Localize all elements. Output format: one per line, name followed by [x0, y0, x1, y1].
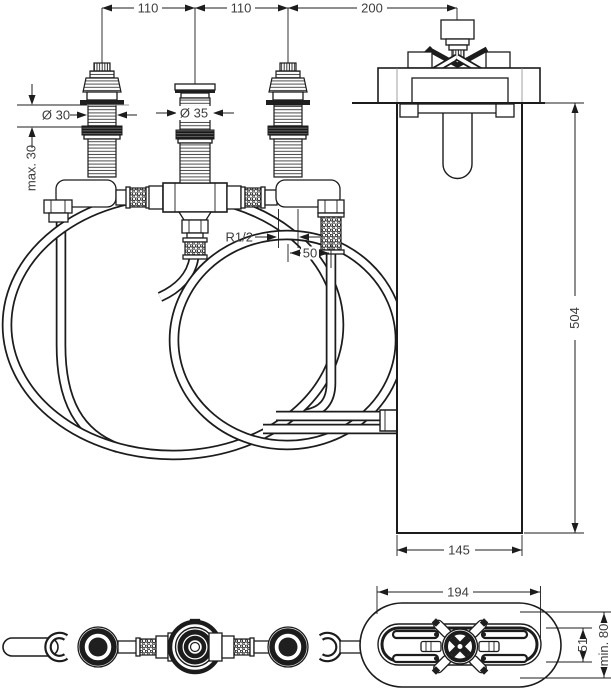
escutcheon-plate: [359, 602, 562, 688]
deck-thickness-dimension: max. 30: [17, 84, 129, 191]
clamp-bar: [411, 103, 503, 114]
right-valve-flange: [266, 100, 310, 105]
column-width-dimension: 145: [396, 535, 523, 558]
tee-outlet-cone: [177, 211, 213, 221]
right-valve-body: [266, 62, 310, 178]
braid-tee-drop: [184, 241, 206, 256]
column-height-dimension: 504: [524, 103, 584, 534]
tee-outlet-hex: [181, 219, 209, 234]
plate-min-height-dimension: min. 80: [520, 611, 611, 679]
dim-max30-label: max. 30: [24, 145, 39, 191]
handle-cross: [431, 618, 489, 675]
column-inlet-stub: [379, 409, 397, 432]
pipe-right: [264, 189, 278, 206]
bottom-valve-left: [77, 626, 119, 668]
dim-d35-label: Ø 35: [180, 106, 208, 121]
braid-right: [244, 187, 262, 208]
top-spacing-dimension: 110 110 200: [101, 1, 458, 84]
plate-inner-height-dimension: 51: [546, 627, 592, 663]
dim-200-label: 200: [361, 1, 383, 16]
left-elbow-outlet: [48, 212, 69, 223]
dim-d30-label: Ø 30: [42, 108, 70, 123]
dim-51-label: 51: [575, 638, 590, 652]
bottom-braid-left: [139, 638, 157, 656]
dim-50-label: 50: [303, 246, 317, 261]
left-valve-locknut: [81, 125, 123, 136]
side-block-left: [407, 51, 433, 69]
thread-dimension: R1/2: [226, 209, 320, 248]
flex-hoses: [1, 189, 406, 461]
dim-110-center-label: 110: [231, 1, 252, 16]
right-valve-thread: [273, 104, 303, 127]
right-valve-spindle: [279, 62, 297, 72]
center-diverter-body: [174, 83, 216, 184]
dim-min80-label: min. 80: [596, 624, 611, 667]
tee-nut-right: [226, 185, 242, 210]
plate-slot: [391, 629, 440, 640]
dim-r12-label: R1/2: [226, 230, 253, 245]
outlet-offset-dimension: 50: [287, 242, 332, 268]
column-top-panel: [411, 77, 509, 104]
tee-body: [162, 182, 228, 213]
diverter-diameter-dimension: Ø 35: [156, 106, 234, 121]
bottom-braid-right: [233, 638, 251, 656]
column-knob: [440, 19, 475, 40]
bottom-valve-right: [267, 626, 309, 668]
threaded-slot: [442, 113, 473, 180]
tee-nut-left: [148, 185, 164, 210]
side-block-right: [485, 51, 511, 69]
braid-left: [129, 187, 147, 208]
left-elbow-nut: [43, 199, 73, 214]
plate-slot: [480, 653, 529, 664]
left-valve-thread: [87, 104, 117, 127]
right-valve-locknut: [267, 125, 309, 136]
left-valve-spindle: [93, 62, 111, 72]
bottom-left-pipe: [2, 637, 59, 657]
spout-column: [352, 19, 584, 534]
manifold: [43, 179, 345, 260]
dim-194-label: 194: [447, 585, 469, 600]
diverter-cap: [174, 83, 216, 91]
column-outline: [396, 103, 523, 534]
diverter-locknut: [175, 129, 215, 140]
right-elbow-nut: [317, 199, 345, 214]
plate-length-dimension: 194: [376, 585, 541, 638]
plate-slot: [391, 653, 440, 664]
hose-left-outer: [55, 222, 120, 453]
clamp-tab-right: [495, 103, 515, 118]
valve-diameter-dimension: Ø 30: [42, 108, 137, 123]
left-valve-body: [80, 62, 124, 178]
dim-145-label: 145: [448, 543, 470, 558]
dim-504-label: 504: [567, 307, 582, 329]
dim-110-left-label: 110: [138, 1, 159, 16]
clamp-tab-left: [399, 103, 419, 118]
bottom-view: [2, 602, 562, 688]
plate-slot: [480, 629, 529, 640]
left-valve-flange: [80, 100, 124, 105]
